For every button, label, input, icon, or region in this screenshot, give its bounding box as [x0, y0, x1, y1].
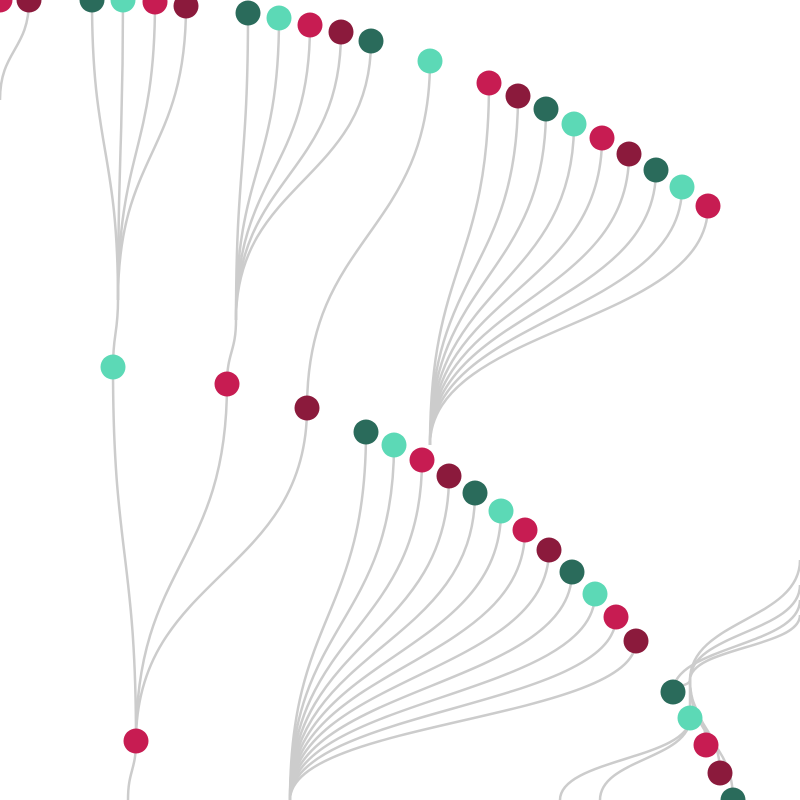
link-l10-28 — [288, 593, 597, 800]
node-f4[interactable] — [561, 111, 587, 137]
link-f8-17 — [428, 186, 684, 446]
node-f3[interactable] — [533, 96, 559, 122]
link-f4-13 — [428, 123, 576, 446]
link-f7-16 — [428, 169, 658, 446]
node-l11[interactable] — [603, 604, 629, 630]
node-tl2[interactable] — [16, 0, 42, 13]
link-l11-29 — [288, 616, 618, 800]
link-bottom-1 — [598, 717, 692, 800]
node-b2[interactable] — [266, 5, 292, 31]
link-b5-9 — [234, 40, 373, 321]
node-l5[interactable] — [462, 480, 488, 506]
node-b1[interactable] — [235, 0, 261, 26]
link-f5-14 — [428, 137, 604, 446]
link-offscreen-1 — [688, 584, 800, 681]
node-l12[interactable] — [623, 628, 649, 654]
node-f9[interactable] — [695, 193, 721, 219]
link-f2-11 — [428, 95, 520, 446]
link-offscreen-0 — [688, 559, 800, 681]
node-f1[interactable] — [476, 70, 502, 96]
node-f8[interactable] — [669, 174, 695, 200]
link-r1-43 — [671, 599, 800, 693]
link-l1-19 — [288, 431, 368, 800]
link-stem-h3 — [305, 60, 432, 409]
node-l10[interactable] — [582, 581, 608, 607]
node-l6[interactable] — [488, 498, 514, 524]
node-l9[interactable] — [559, 559, 585, 585]
link-l6-24 — [288, 510, 503, 800]
node-l3[interactable] — [409, 447, 435, 473]
link-a2-2 — [116, 0, 125, 301]
link-f1-10 — [428, 82, 491, 446]
link-l5-23 — [288, 492, 477, 800]
link-a3-3 — [116, 1, 157, 301]
node-f2[interactable] — [505, 83, 531, 109]
node-tl1[interactable] — [0, 0, 13, 13]
link-b4-8 — [234, 31, 343, 321]
link-a4-4 — [116, 5, 188, 301]
node-l7[interactable] — [512, 517, 538, 543]
node-r1[interactable] — [660, 679, 686, 705]
link-offscreen-2 — [688, 614, 800, 681]
node-b5[interactable] — [358, 28, 384, 54]
link-l2-20 — [288, 444, 396, 800]
link-b2-6 — [234, 17, 281, 321]
node-l2[interactable] — [381, 432, 407, 458]
link-b3-7 — [234, 24, 312, 321]
link-f9-18 — [428, 205, 710, 446]
node-single[interactable] — [417, 48, 443, 74]
link-b1-5 — [234, 12, 250, 321]
link-h2-35 — [134, 383, 229, 742]
node-f7[interactable] — [643, 157, 669, 183]
link-l4-22 — [288, 475, 451, 800]
node-r3[interactable] — [693, 732, 719, 758]
node-f5[interactable] — [589, 125, 615, 151]
node-b3[interactable] — [297, 12, 323, 38]
node-l4[interactable] — [436, 463, 462, 489]
node-l1[interactable] — [353, 419, 379, 445]
link-l12-30 — [288, 640, 638, 800]
link-bottom-0 — [558, 717, 692, 800]
node-a1[interactable] — [79, 0, 105, 13]
node-l8[interactable] — [536, 537, 562, 563]
node-bh[interactable] — [123, 728, 149, 754]
link-a1-1 — [90, 0, 120, 301]
link-l7-25 — [288, 529, 527, 800]
node-a3[interactable] — [142, 0, 168, 15]
link-f6-15 — [428, 153, 631, 446]
link-l3-21 — [288, 459, 424, 800]
link-h3-36 — [134, 407, 309, 742]
node-r2[interactable] — [677, 705, 703, 731]
link-f3-12 — [428, 108, 548, 446]
link-tl2-0 — [0, 0, 31, 101]
node-f6[interactable] — [616, 141, 642, 167]
node-h3[interactable] — [294, 395, 320, 421]
node-r4[interactable] — [707, 760, 733, 786]
link-l9-27 — [288, 571, 574, 800]
link-l8-26 — [288, 549, 551, 800]
node-r5[interactable] — [720, 787, 746, 800]
link-h1-34 — [111, 366, 138, 742]
node-h2[interactable] — [214, 371, 240, 397]
node-layer — [0, 0, 746, 800]
node-a4[interactable] — [173, 0, 199, 19]
node-b4[interactable] — [328, 19, 354, 45]
node-a2[interactable] — [110, 0, 136, 13]
node-h1[interactable] — [100, 354, 126, 380]
